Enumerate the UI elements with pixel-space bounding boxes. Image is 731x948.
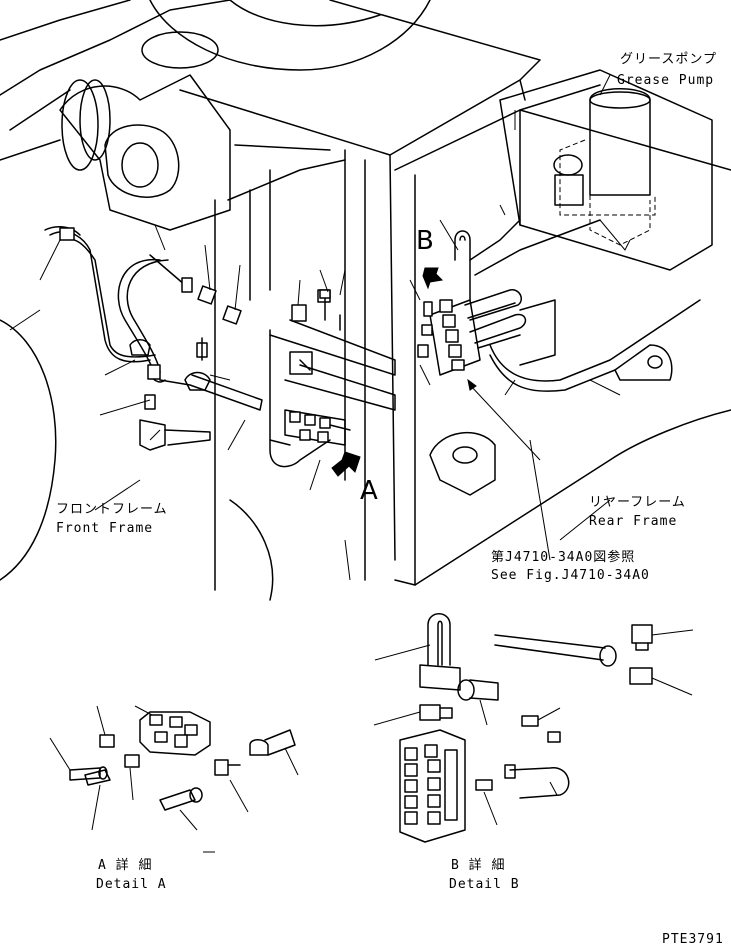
see-fig-label-en: See Fig.J4710-34A0 (491, 568, 650, 583)
see-fig-label-jp: 第J4710-34A0図参照 (491, 550, 636, 565)
arrow-a (331, 451, 361, 477)
front-frame-label-jp: フロントフレーム (56, 502, 168, 517)
detail-a-label-jp: A 詳 細 (98, 858, 153, 873)
detail-b-drawing (373, 613, 694, 843)
view-b-label: B (416, 226, 434, 256)
grease-pump-label-en: Grease Pump (617, 73, 715, 88)
manifold-b-main (417, 219, 701, 392)
grease-pump-label-jp: グリースポンプ (620, 52, 717, 67)
arrow-b (422, 267, 444, 290)
drawing-code: PTE3791 (662, 932, 724, 947)
rear-frame-label-en: Rear Frame (589, 514, 678, 529)
bolts-main (201, 289, 341, 361)
detail-b-label-jp: B 詳 細 (451, 858, 506, 873)
rear-frame-label-jp: リヤーフレーム (589, 495, 686, 510)
detail-a-label-en: Detail A (96, 877, 167, 892)
front-frame-label-en: Front Frame (56, 521, 154, 536)
manifold-a-main (269, 409, 351, 446)
view-a-label: A (360, 476, 378, 506)
detail-a-drawing (49, 705, 299, 853)
detail-b-label-en: Detail B (449, 877, 520, 892)
main-assembly (0, 0, 731, 601)
